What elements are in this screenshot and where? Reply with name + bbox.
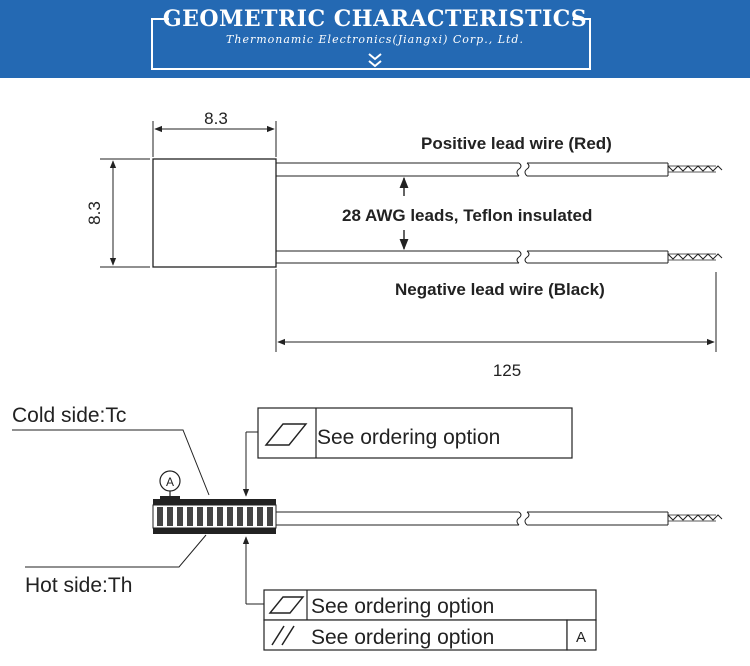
geometry-drawing: 8.3 8.3 Positive lead wire (Red) [12, 109, 723, 651]
cold-side-label: Cold side:Tc [12, 404, 126, 427]
top-view: 8.3 8.3 Positive lead wire (Red) [85, 109, 723, 380]
datum-a-label: A [166, 475, 174, 489]
leads-note-label: 28 AWG leads, Teflon insulated [342, 206, 592, 225]
width-dim-label: 8.3 [204, 109, 228, 128]
side-view: Cold side:Tc A [12, 404, 723, 651]
positive-lead-wire [276, 162, 723, 177]
negative-lead-label: Negative lead wire (Black) [395, 280, 605, 299]
tec-module-outline [152, 158, 277, 268]
flatness-icon [264, 423, 308, 446]
page-title: GEOMETRIC CHARACTERISTICS [162, 6, 588, 32]
chevron-down-icon [368, 53, 382, 68]
hot-side-leader [25, 534, 207, 568]
cold-side-leader [12, 429, 210, 496]
flatness-bottom-label: See ordering option [311, 595, 494, 618]
hot-side-label: Hot side:Th [25, 574, 132, 597]
parallelism-icon [271, 625, 295, 646]
parallelism-datum-label: A [576, 629, 586, 646]
height-dim-label: 8.3 [85, 201, 104, 225]
length-dim-label: 125 [493, 361, 521, 380]
flatness-bottom-icon [268, 596, 305, 614]
side-lead-wire [276, 511, 723, 526]
banner-frame [151, 18, 591, 70]
flatness-top-frame [257, 407, 573, 459]
tec-module-side [152, 499, 277, 534]
company-name: Thermonamic Electronics(Jiangxi) Corp., … [226, 33, 524, 46]
bottom-callout-frame [263, 589, 597, 651]
negative-lead-wire [276, 250, 723, 264]
header-banner: GEOMETRIC CHARACTERISTICS Thermonamic El… [0, 0, 750, 78]
parallelism-label: See ordering option [311, 626, 494, 649]
positive-lead-label: Positive lead wire (Red) [421, 134, 612, 153]
flatness-top-label: See ordering option [317, 426, 500, 449]
